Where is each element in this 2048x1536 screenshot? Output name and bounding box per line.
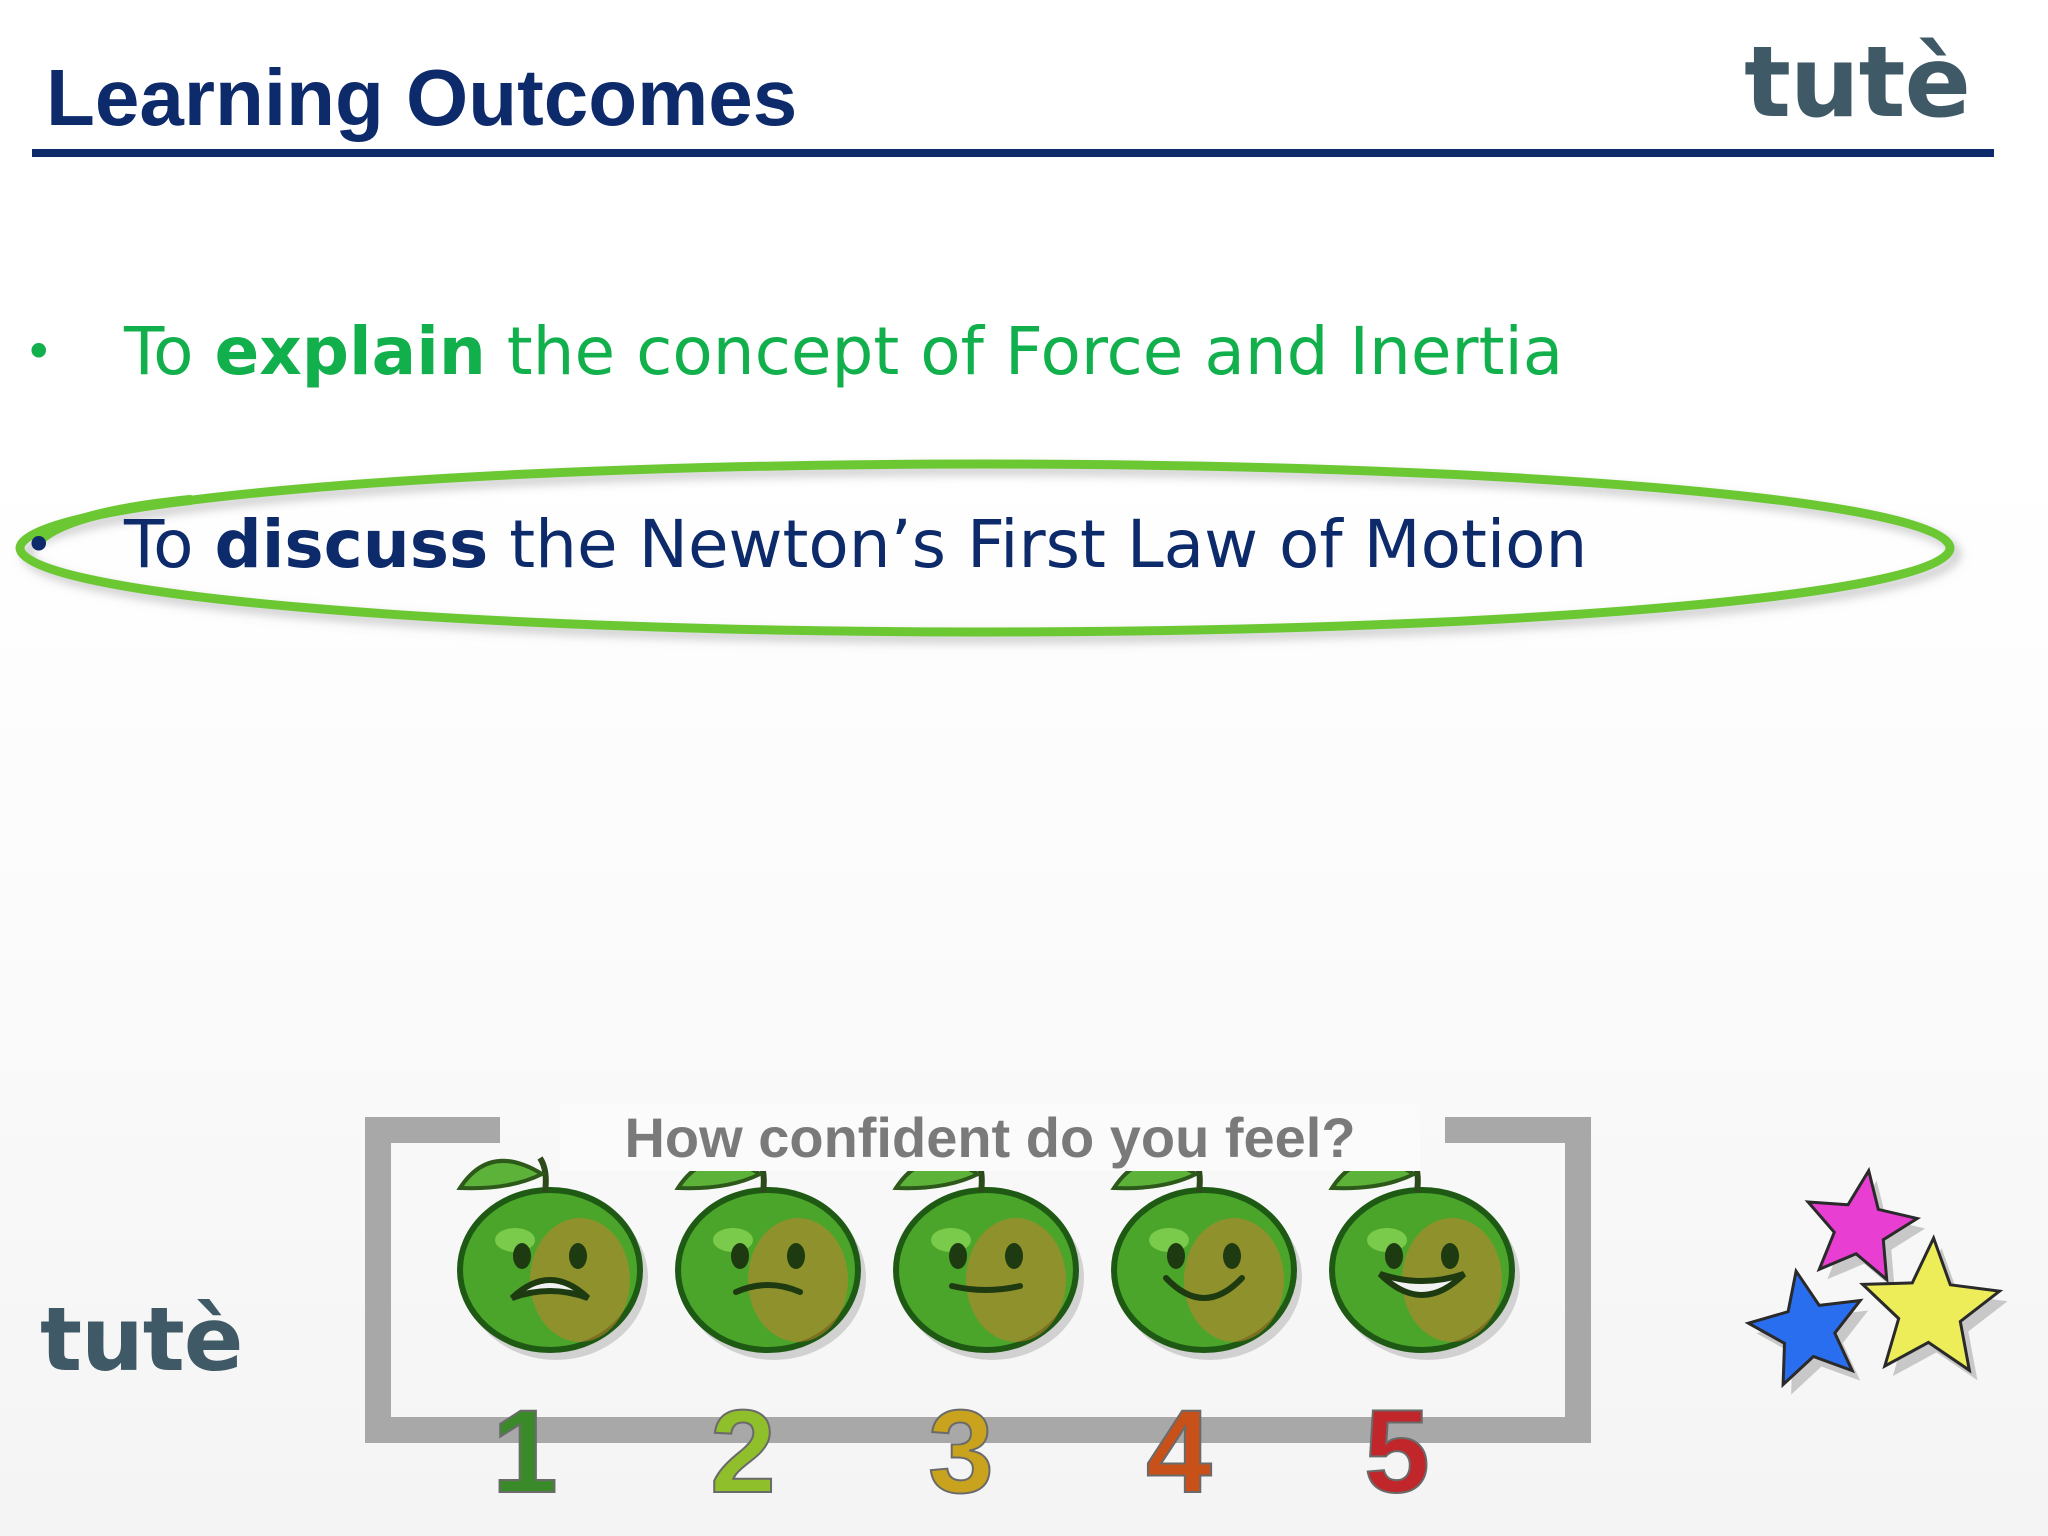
scale-number: 1 xyxy=(492,1386,558,1500)
title-underline xyxy=(32,149,1994,157)
outcome-verb: explain xyxy=(214,313,486,390)
scale-number: 5 xyxy=(1364,1386,1430,1500)
scale-number: 2 xyxy=(710,1386,776,1500)
slide-title: Learning Outcomes xyxy=(46,53,798,142)
star-icon xyxy=(1744,1267,1864,1389)
stars-icon xyxy=(1744,1166,2008,1395)
bullet-marker: • xyxy=(24,323,54,381)
scale-number: 4 xyxy=(1146,1386,1212,1500)
apple-face-neutral-icon xyxy=(892,1156,1084,1360)
scale-number: 3 xyxy=(928,1386,994,1500)
outcome-text: To explain the concept of Force and Iner… xyxy=(124,313,1564,390)
star-icon xyxy=(1859,1234,2004,1374)
apple-face-smiling-icon xyxy=(1110,1156,1302,1360)
tute-logo: tutè xyxy=(1744,26,1971,140)
confidence-question: How confident do you feel? xyxy=(560,1105,1420,1171)
confidence-scale: 1 2 3 4 5 xyxy=(365,1117,1591,1500)
apple-face-grinning-icon xyxy=(1328,1156,1520,1360)
outcome-verb: discuss xyxy=(214,506,489,583)
tute-logo-footer: tutè xyxy=(40,1288,243,1391)
bullet-marker: • xyxy=(24,516,54,574)
star-icon xyxy=(1804,1166,1922,1283)
apple-face-unhappy-icon xyxy=(674,1156,866,1360)
apple-face-crying-icon xyxy=(456,1156,648,1360)
highlight-oval xyxy=(15,459,1955,637)
outcome-text: To discuss the Newton’s First Law of Mot… xyxy=(124,506,1588,583)
